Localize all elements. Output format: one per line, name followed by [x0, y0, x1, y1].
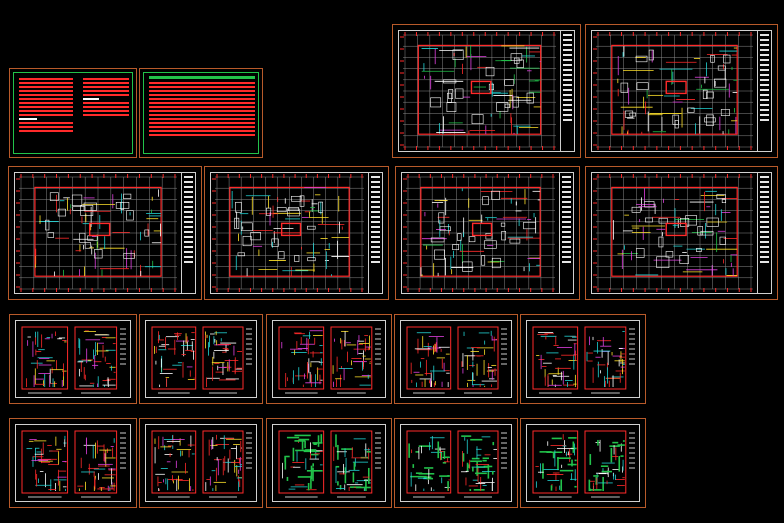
sheet-detail-row1-2[interactable] [139, 314, 263, 404]
detail-drawing [527, 321, 639, 397]
sheet-detail-row1-3[interactable] [266, 314, 392, 404]
sheet-frame [400, 424, 512, 502]
sheet-frame [591, 172, 772, 294]
title-block [560, 31, 574, 151]
sheet-plan-top-1[interactable] [392, 24, 581, 158]
detail-drawing [401, 425, 511, 501]
title-block [757, 173, 771, 293]
detail-drawing [273, 321, 385, 397]
sheet-detail-row1-4[interactable] [394, 314, 518, 404]
sheet-detail-row2-5[interactable] [520, 418, 646, 508]
sheet-detail-row1-1[interactable] [9, 314, 137, 404]
sheet-frame [591, 30, 772, 152]
sheet-frame [210, 172, 383, 294]
floor-plan-drawing [15, 173, 181, 293]
sheet-detail-row1-5[interactable] [520, 314, 646, 404]
floor-plan-drawing [592, 31, 757, 151]
sheet-frame [143, 72, 259, 154]
title-block [559, 173, 573, 293]
sheet-detail-row2-3[interactable] [266, 418, 392, 508]
sheet-frame [14, 172, 196, 294]
floor-plan-drawing [211, 173, 368, 293]
sheet-detail-row2-4[interactable] [394, 418, 518, 508]
sheet-detail-row2-1[interactable] [9, 418, 137, 508]
sheet-frame [15, 320, 131, 398]
sheet-frame [398, 30, 575, 152]
sheet-frame [145, 424, 257, 502]
sheet-frame [401, 172, 574, 294]
sheet-legend-1[interactable] [9, 68, 137, 158]
notes-text-block [80, 76, 132, 154]
sheet-frame [145, 320, 257, 398]
sheet-legend-2[interactable] [139, 68, 263, 158]
detail-drawing [527, 425, 639, 501]
sheet-detail-row2-2[interactable] [139, 418, 263, 508]
sheet-frame [272, 424, 386, 502]
sheet-plan-mid-4[interactable] [585, 166, 778, 300]
detail-drawing [16, 321, 130, 397]
detail-drawing [16, 425, 130, 501]
notes-text-block [16, 76, 76, 154]
sheet-frame [13, 72, 133, 154]
sheet-plan-mid-1[interactable] [8, 166, 202, 300]
detail-drawing [401, 321, 511, 397]
floor-plan-drawing [402, 173, 559, 293]
sheet-frame [400, 320, 512, 398]
floor-plan-drawing [592, 173, 757, 293]
title-block [368, 173, 382, 293]
floor-plan-drawing [399, 31, 560, 151]
sheet-plan-mid-3[interactable] [395, 166, 580, 300]
title-block [757, 31, 771, 151]
sheet-frame [15, 424, 131, 502]
title-block [181, 173, 195, 293]
legend-table [146, 76, 258, 154]
sheet-frame [526, 424, 640, 502]
sheet-plan-mid-2[interactable] [204, 166, 389, 300]
sheet-plan-top-2[interactable] [585, 24, 778, 158]
sheet-frame [526, 320, 640, 398]
detail-drawing [146, 321, 256, 397]
sheet-frame [272, 320, 386, 398]
detail-drawing [146, 425, 256, 501]
detail-drawing [273, 425, 385, 501]
